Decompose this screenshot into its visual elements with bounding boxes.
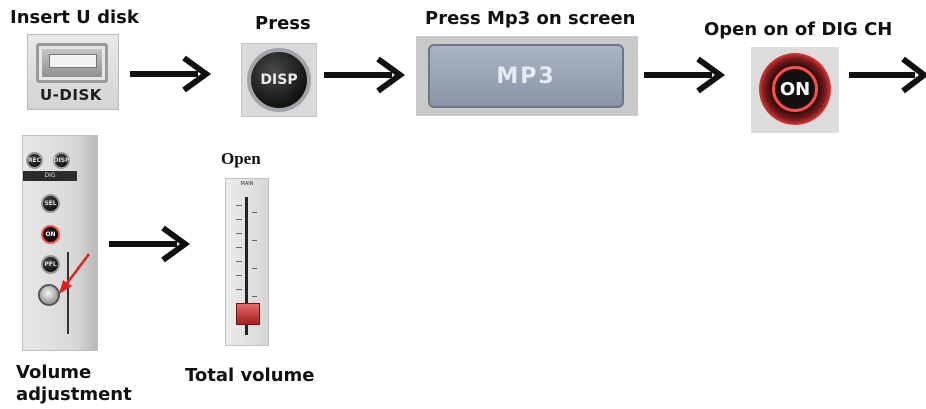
on-button-label: ON [772,66,818,112]
fader-tick [236,275,242,276]
fader-tick [252,296,257,297]
right-arrow-icon [849,56,926,94]
red-pointer-arrow-icon [59,253,90,294]
step-3-label: Press Mp3 on screen [425,8,636,29]
usb-port-photo: U-DISK [27,34,119,110]
rec-button: REC [26,152,43,169]
channel-strip-photo: REC DISP DIG SEL ON PFL [22,135,98,351]
mp3-screen-button: MP3 [428,44,624,108]
caption-line-1: Volume [16,362,92,383]
fader-tick [252,240,257,241]
disp-small-button: DISP [53,152,70,169]
step-4-label: Open on of DIG CH [704,19,893,40]
right-arrow-icon [644,56,726,94]
step-2-label: Press [255,13,311,34]
right-arrow-icon [324,56,406,94]
fader-head-label: MAIN [240,181,254,187]
fader-tick [236,205,242,206]
mp3-screen-photo: MP3 [416,36,638,116]
fader-tick [252,212,257,213]
usb-port-label: U-DISK [40,86,102,104]
disp-button: DISP [247,48,311,112]
fader-tick [236,247,242,248]
disp-button-photo: DISP [241,43,317,117]
pfl-button: PFL [41,255,60,274]
fader-cap [236,303,260,325]
fader-tick [236,219,242,220]
fader-tick [236,261,242,262]
right-arrow-icon [130,55,212,93]
volume-adjustment-caption: Volume adjustment [16,362,132,406]
fader-tick [236,233,242,234]
right-arrow-icon [109,225,191,263]
fader-track [245,197,248,335]
usb-socket-icon [36,43,108,83]
dig-section-label: DIG [23,171,77,181]
step-1-label: Insert U disk [10,7,139,28]
on-small-button: ON [41,225,60,244]
sel-button: SEL [41,194,60,213]
total-volume-caption: Total volume [185,365,315,386]
strip-divider [67,252,69,334]
fader-tick [252,268,257,269]
caption-line-2: adjustment [16,384,132,405]
usb-tongue [49,54,97,68]
on-button: ON [759,53,831,125]
main-fader-photo: MAIN [225,178,269,346]
fader-open-label: Open [221,149,261,168]
on-button-photo: ON [751,47,839,133]
volume-knob [38,284,60,306]
fader-tick [236,289,242,290]
